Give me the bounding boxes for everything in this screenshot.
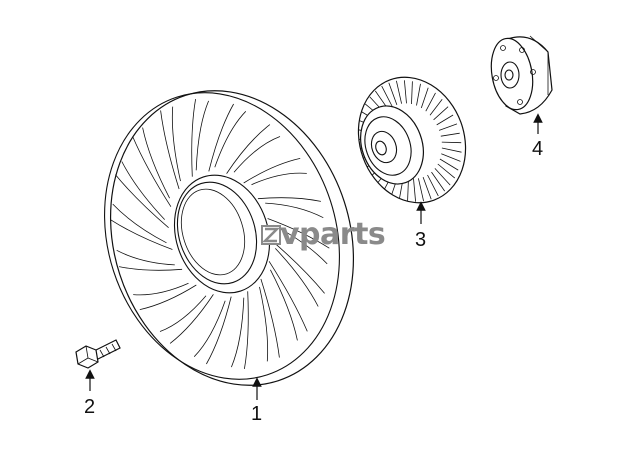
fan-blade <box>132 136 172 207</box>
clutch-fin <box>438 123 458 131</box>
callout-4: 4 <box>532 138 543 160</box>
fan-blade-edge <box>265 202 324 219</box>
fan-blade <box>208 103 234 172</box>
leader-lines <box>85 113 543 400</box>
clutch-fin <box>427 174 439 197</box>
fan-blade <box>268 261 308 332</box>
fan-blade-edge <box>233 136 281 173</box>
part-4-hub <box>490 35 553 115</box>
fan-blade <box>191 99 196 177</box>
fan-blade <box>139 284 197 310</box>
fan-blade <box>110 219 173 250</box>
fan-blade-edge <box>193 300 226 357</box>
part-2-bolt <box>75 339 121 369</box>
clutch-fin <box>418 178 424 202</box>
fan-blade <box>260 278 280 358</box>
clutch-fin <box>440 132 460 137</box>
part-1-fan-wheel <box>104 90 355 386</box>
fan-blade-edge <box>259 286 269 362</box>
part-3-fan-clutch <box>357 76 467 204</box>
clutch-fin <box>441 141 462 144</box>
fan-blade-edge <box>270 269 298 341</box>
fan-blade-edge <box>171 106 181 182</box>
callout-2: 2 <box>84 396 95 418</box>
clutch-fin <box>422 176 432 200</box>
clutch-fin <box>429 99 443 116</box>
fan-blade-edge <box>159 295 207 332</box>
clutch-fin <box>434 168 451 186</box>
clutch-fin <box>441 147 462 153</box>
clutch-fin <box>433 106 449 121</box>
fan-blade <box>206 296 232 365</box>
fan-blade-edge <box>116 249 175 266</box>
clutch-fin <box>404 80 407 104</box>
clutch-fin <box>425 92 436 112</box>
fan-blade <box>271 239 325 294</box>
watermark: vparts <box>261 217 386 252</box>
fan-blade-edge <box>121 161 165 220</box>
fan-blade <box>169 294 214 344</box>
fan-blade <box>257 197 321 202</box>
fan-blade-edge <box>231 297 245 368</box>
fan-blade <box>160 110 180 190</box>
clutch-fin <box>437 163 456 179</box>
clutch-fin <box>388 82 398 106</box>
fan-blade-edge <box>142 127 170 199</box>
clutch-fin <box>439 158 459 171</box>
clutch-fin <box>411 81 413 105</box>
fan-blade-edge <box>195 100 209 171</box>
fan-blade <box>226 124 271 174</box>
fan-blade-edge <box>275 248 319 307</box>
clutch-fin <box>416 83 421 106</box>
fan-blade <box>243 158 301 184</box>
clutch-fin <box>441 153 461 162</box>
fan-blade-edge <box>112 203 167 244</box>
clutch-fin <box>381 85 393 108</box>
clutch-fin <box>396 80 402 104</box>
fan-blade <box>115 174 169 229</box>
fan-blade-edge <box>214 111 247 168</box>
clutch-fin <box>420 87 429 109</box>
clutch-fin <box>436 114 454 126</box>
fan-blade <box>119 266 183 271</box>
watermark-text: vparts <box>280 217 385 252</box>
clutch-fin <box>431 171 446 192</box>
callout-3: 3 <box>415 229 426 251</box>
callout-1: 1 <box>251 403 262 425</box>
fan-blade <box>244 291 249 369</box>
clutch-fin <box>413 178 416 202</box>
fan-blade-edge <box>251 172 307 186</box>
fan-blades <box>110 99 330 369</box>
fan-blade <box>267 218 330 249</box>
fan-blade-edge <box>133 282 189 296</box>
